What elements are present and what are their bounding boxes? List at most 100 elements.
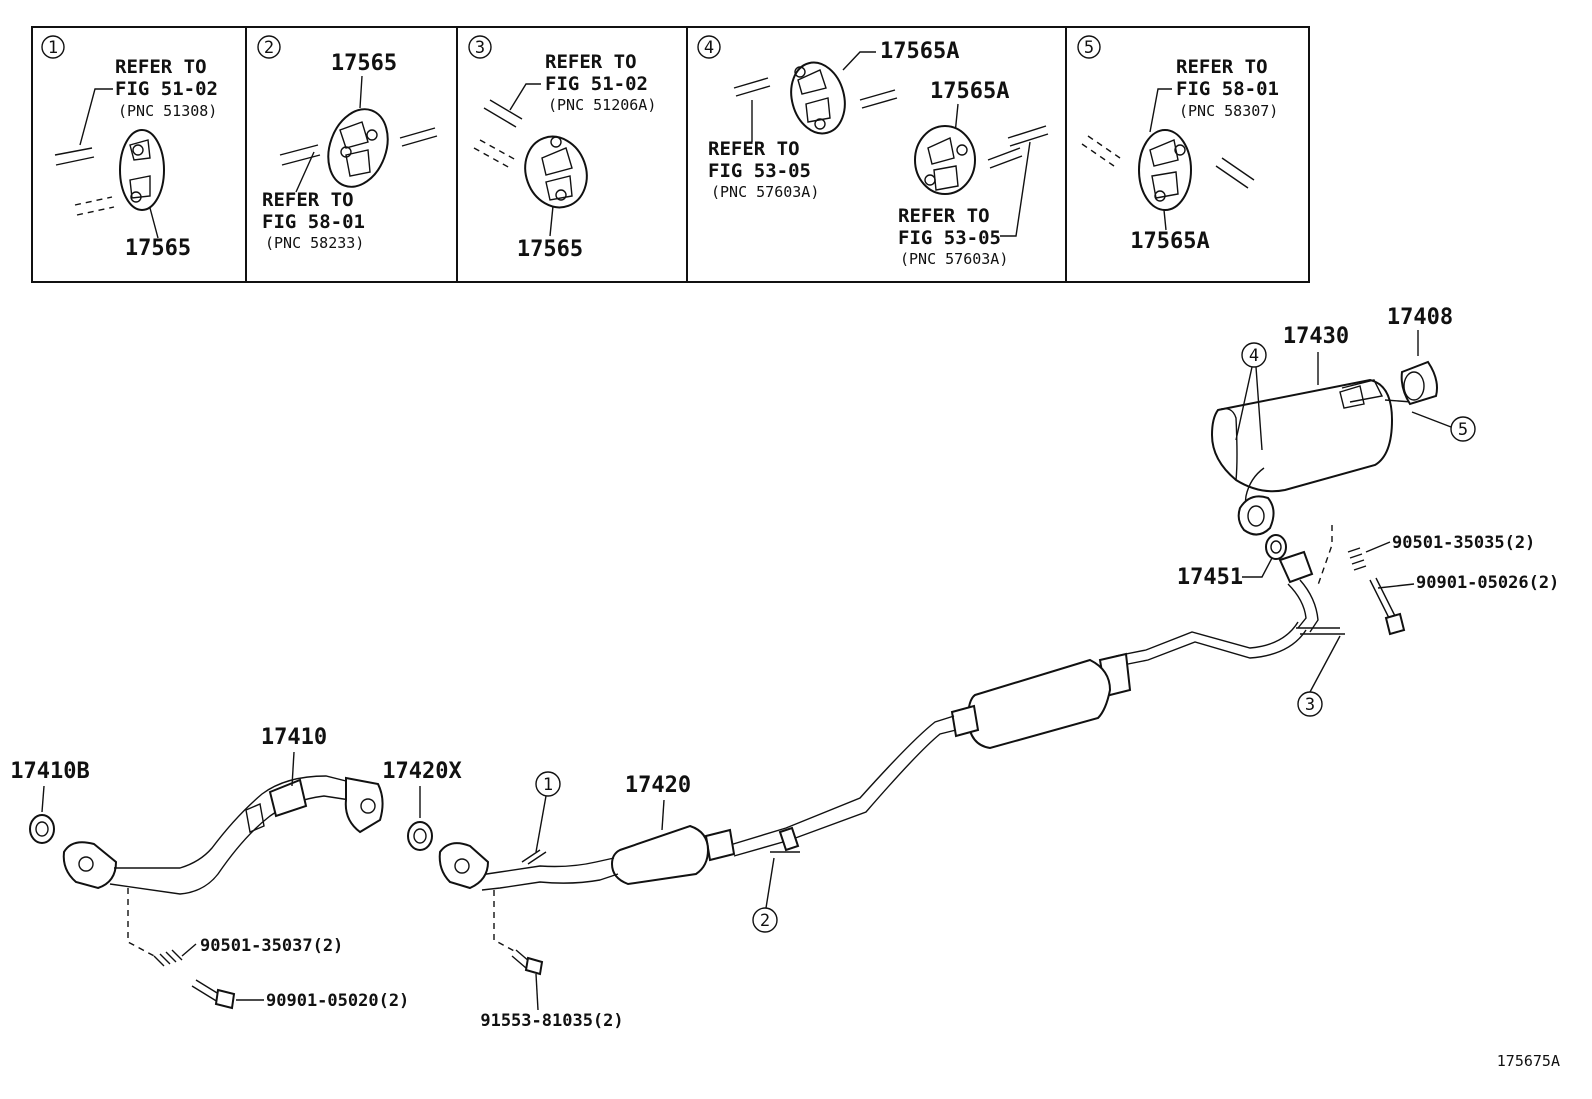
- inset-number: 2: [264, 38, 274, 58]
- spring-icon: [1347, 547, 1367, 571]
- leader-line: [535, 973, 539, 1011]
- inset-frame: [31, 26, 1310, 283]
- center-pipe: [729, 550, 1345, 857]
- inset-number: 3: [475, 38, 485, 58]
- refer-pnc-label: (PNC 51308): [118, 102, 217, 120]
- rubber-hanger-icon: [524, 135, 588, 209]
- exhaust-pipe-17410: [62, 775, 384, 895]
- part-number-90901-05020: 90901-05020(2): [266, 991, 409, 1011]
- callout-3: 3: [1305, 695, 1315, 715]
- refer-to-label: REFER TO: [262, 189, 354, 211]
- refer-fig-label: FIG 58-01: [262, 211, 365, 233]
- leader-line: [1163, 209, 1167, 231]
- leader-line: [661, 799, 665, 831]
- refer-pnc-label: (PNC 51206A): [548, 96, 656, 114]
- callout-circle: [1297, 691, 1323, 717]
- pipe-stub-icon: [473, 99, 523, 169]
- leader-line: [149, 207, 159, 239]
- part-number-17420: 17420: [625, 773, 691, 798]
- callout-circle: [1241, 342, 1267, 368]
- leader-line: [291, 751, 295, 787]
- rubber-hanger-icon: [327, 108, 389, 188]
- inset-4: 4 17565A REFER TO FIG 53-05 (PNC 57603A)…: [697, 35, 1049, 268]
- leader-line: [1000, 141, 1031, 237]
- pipe-stub-icon: [279, 127, 438, 166]
- figure-id: 175675A: [1497, 1052, 1560, 1070]
- part-number-90501-35037: 90501-35037(2): [200, 936, 343, 956]
- pipe-stub-icon: [733, 77, 898, 109]
- leader-line: [765, 857, 775, 909]
- refer-to-label: REFER TO: [115, 56, 207, 78]
- part-number-91553-81035: 91553-81035(2): [480, 1011, 623, 1031]
- refer-to-label: REFER TO: [898, 205, 990, 227]
- leader-line: [509, 83, 541, 111]
- leader-line: [1411, 411, 1452, 428]
- part-number-90501-35035: 90501-35035(2): [1392, 533, 1535, 553]
- part-number-17430: 17430: [1283, 324, 1349, 349]
- tail-pipe-tip: [1400, 360, 1438, 406]
- callout-1: 1: [543, 775, 553, 795]
- bolt-icon: [191, 979, 236, 1010]
- rear-muffler: [1210, 378, 1413, 536]
- refer-pnc-label: (PNC 58233): [265, 234, 364, 252]
- part-number-17451: 17451: [1177, 565, 1243, 590]
- leader-line: [1235, 366, 1263, 451]
- leader-line: [1149, 88, 1172, 133]
- inset-1: 1 REFER TO FIG 51-02 (PNC 51308) 17565: [41, 35, 218, 261]
- refer-to-label: REFER TO: [708, 138, 800, 160]
- rubber-hanger-icon: [1138, 129, 1192, 211]
- leader-line: [181, 943, 197, 957]
- part-number-17565A: 17565A: [1130, 229, 1209, 254]
- refer-fig-label: FIG 51-02: [545, 73, 648, 95]
- part-number-17565: 17565: [517, 237, 583, 262]
- gasket-hole: [1270, 540, 1282, 554]
- part-number-17410: 17410: [261, 725, 327, 750]
- refer-to-label: REFER TO: [1176, 56, 1268, 78]
- refer-fig-label: FIG 58-01: [1176, 78, 1279, 100]
- rubber-hanger-icon: [914, 125, 976, 195]
- inset-3: 3 REFER TO FIG 51-02 (PNC 51206A) 17565: [468, 35, 656, 262]
- spring-icon: [153, 949, 183, 967]
- bolt-icon: [1369, 577, 1406, 636]
- bolt-axis-line: [127, 888, 159, 959]
- callout-circle: [535, 771, 561, 797]
- refer-fig-label: FIG 53-05: [898, 227, 1001, 249]
- inset-number-circle: [1077, 35, 1101, 59]
- refer-pnc-label: (PNC 57603A): [900, 250, 1008, 268]
- refer-pnc-label: (PNC 57603A): [711, 183, 819, 201]
- bolt-icon: [511, 949, 544, 976]
- leader-line: [1242, 557, 1273, 578]
- inset-number-circle: [697, 35, 721, 59]
- inset-number-circle: [257, 35, 281, 59]
- pipe-stub-icon: [1081, 135, 1255, 189]
- refer-fig-label: FIG 51-02: [115, 78, 218, 100]
- inset-panels: [31, 26, 1310, 283]
- refer-to-label: REFER TO: [545, 51, 637, 73]
- leader-line: [1365, 541, 1391, 553]
- gasket-hole: [35, 821, 49, 837]
- gasket-17410B: [29, 814, 55, 844]
- bolt-axis-line: [1317, 525, 1333, 586]
- callout-circle: [1450, 416, 1476, 442]
- part-number-17410B: 17410B: [10, 759, 89, 784]
- inset-number: 1: [48, 38, 58, 58]
- leader-line: [1377, 583, 1415, 589]
- inset-number: 5: [1084, 38, 1094, 58]
- inset-number-circle: [468, 35, 492, 59]
- inset-number-circle: [41, 35, 65, 59]
- pipe-stub-icon: [54, 147, 115, 216]
- part-number-17565: 17565: [331, 51, 397, 76]
- callout-circle: [752, 907, 778, 933]
- part-number-90901-05026: 90901-05026(2): [1416, 573, 1559, 593]
- leader-line: [1309, 635, 1341, 693]
- refer-fig-label: FIG 53-05: [708, 160, 811, 182]
- callout-2: 2: [760, 911, 770, 931]
- rubber-hanger-icon: [790, 61, 846, 135]
- part-number-17565A: 17565A: [880, 39, 959, 64]
- callout-4: 4: [1249, 346, 1259, 366]
- leader-line: [842, 51, 876, 71]
- gasket-17420X: [407, 821, 433, 851]
- part-number-17420X: 17420X: [382, 759, 461, 784]
- front-pipe-catalytic-converter: [438, 824, 736, 891]
